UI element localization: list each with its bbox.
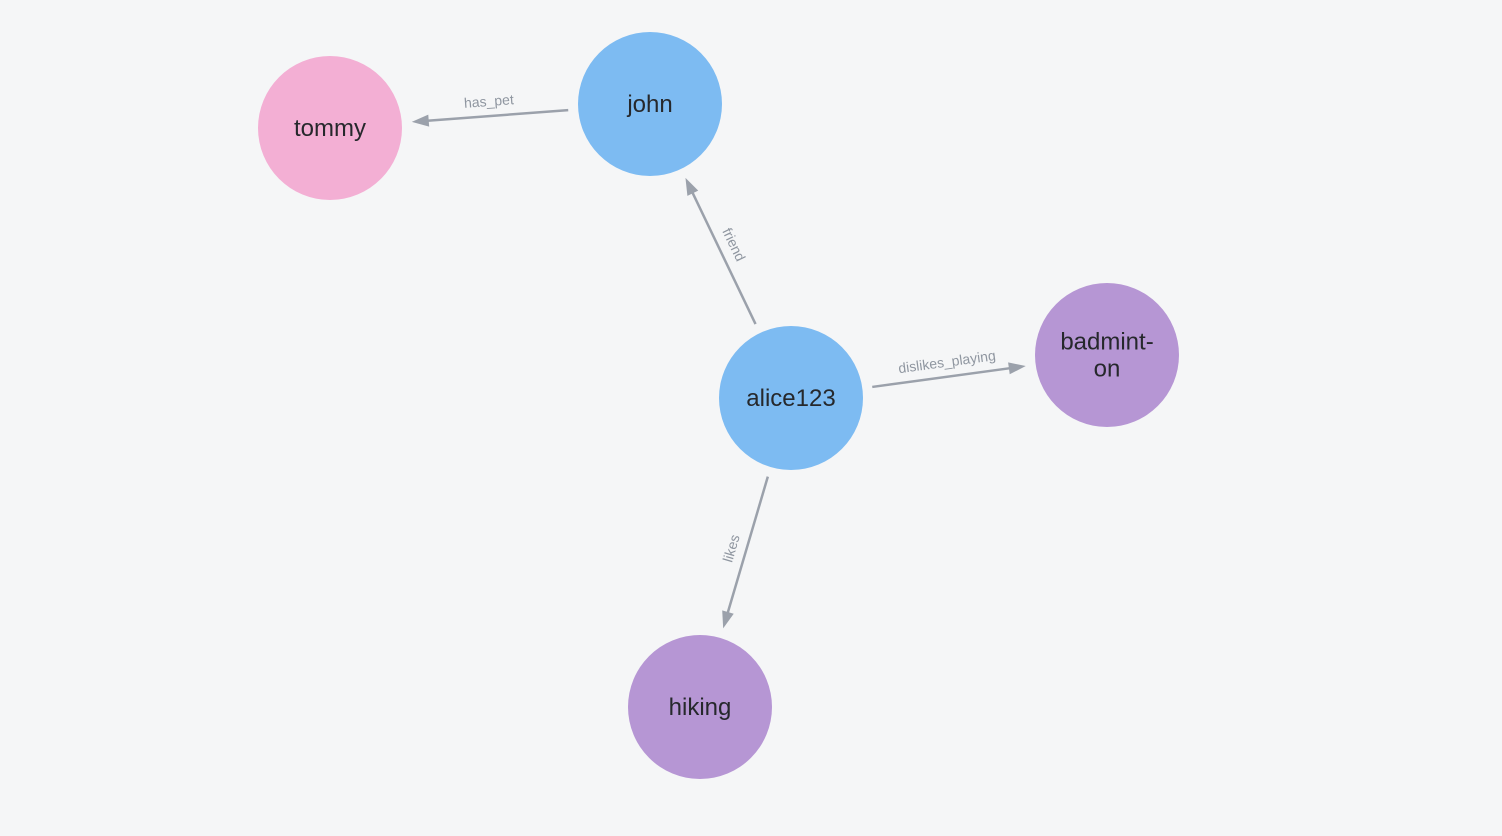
edge-label[interactable]: has_pet: [463, 91, 514, 111]
edge-has_pet[interactable]: has_pet: [411, 91, 569, 127]
edge-arrowhead-icon: [1008, 362, 1026, 375]
node-circle[interactable]: [258, 56, 402, 200]
edge-arrowhead-icon: [411, 114, 430, 127]
edge-likes[interactable]: likes: [719, 476, 770, 629]
edge-label[interactable]: likes: [719, 533, 742, 564]
edge-line[interactable]: [872, 366, 1013, 389]
node-label[interactable]: john: [626, 91, 672, 118]
edge-friend[interactable]: friend: [685, 177, 757, 325]
node-circle[interactable]: [719, 326, 863, 470]
edge-dislikes_playing[interactable]: dislikes_playing: [872, 347, 1026, 389]
node-circle[interactable]: [578, 32, 722, 176]
node-label[interactable]: badmint-on: [1060, 328, 1153, 382]
node-john[interactable]: john: [578, 32, 722, 176]
node-label[interactable]: hiking: [669, 694, 732, 721]
node-tommy[interactable]: tommy: [258, 56, 402, 200]
edge-line[interactable]: [725, 476, 770, 616]
edge-line[interactable]: [690, 190, 757, 325]
node-label[interactable]: alice123: [746, 385, 835, 412]
node-hiking[interactable]: hiking: [628, 635, 772, 779]
node-circle[interactable]: [628, 635, 772, 779]
node-badminton[interactable]: badmint-on: [1035, 283, 1179, 427]
edge-arrowhead-icon: [722, 610, 734, 629]
node-alice123[interactable]: alice123: [719, 326, 863, 470]
edge-line[interactable]: [425, 108, 569, 123]
edge-arrowhead-icon: [685, 177, 699, 196]
node-circle[interactable]: [1035, 283, 1179, 427]
node-label[interactable]: tommy: [294, 115, 366, 142]
